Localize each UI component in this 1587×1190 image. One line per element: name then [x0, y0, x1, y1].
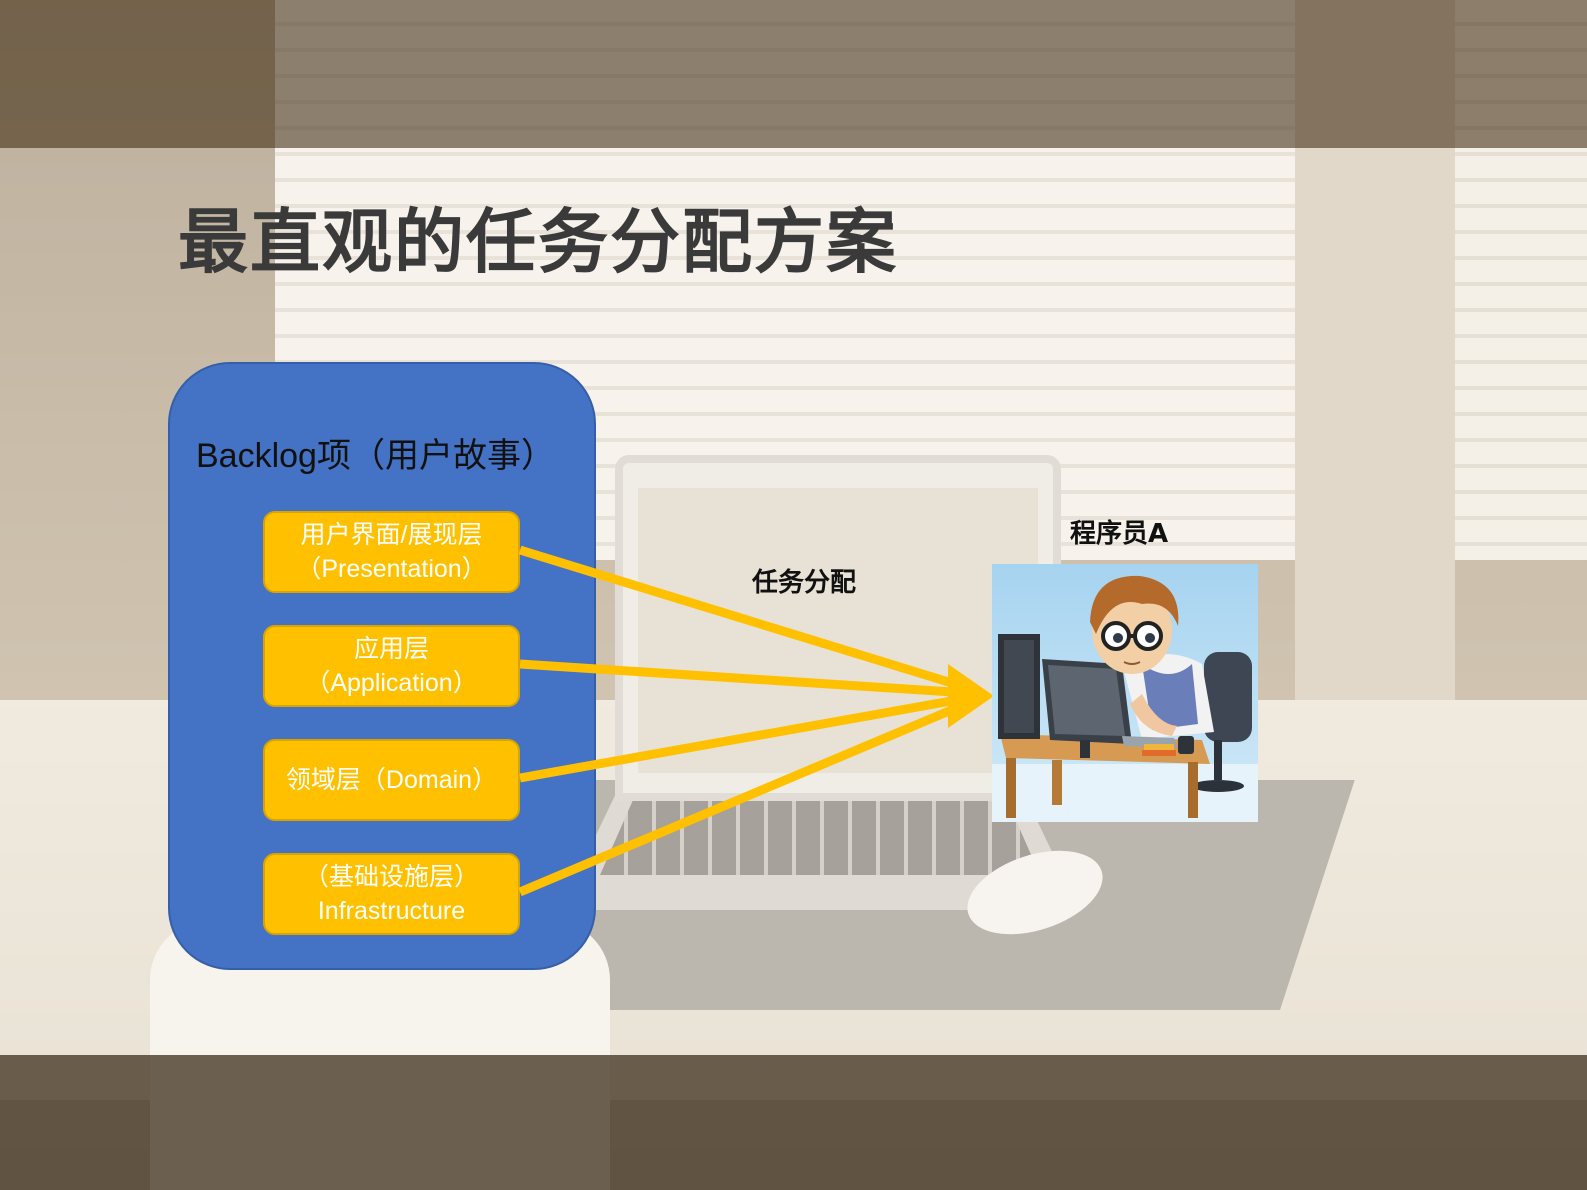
- backlog-title: Backlog项（用户故事）: [196, 437, 555, 475]
- layer-label: （基础设施层）: [303, 863, 479, 891]
- layer-application: 应用层 （Application）: [263, 625, 520, 707]
- layer-sublabel: （Application）: [305, 669, 478, 697]
- layer-label: 用户界面/展现层: [300, 521, 483, 549]
- layer-sublabel: （Presentation）: [296, 555, 487, 583]
- bottom-band: [0, 1055, 1587, 1190]
- layer-domain: 领域层（Domain）: [263, 739, 520, 821]
- slide-title: 最直观的任务分配方案: [178, 201, 898, 283]
- layer-presentation: 用户界面/展现层 （Presentation）: [263, 511, 520, 593]
- assignment-label: 任务分配: [752, 568, 857, 598]
- layer-infrastructure: （基础设施层） Infrastructure: [263, 853, 520, 935]
- layer-sublabel: Infrastructure: [317, 897, 466, 925]
- layer-label: 应用层: [353, 635, 429, 663]
- programmer-image: [992, 564, 1258, 822]
- top-band: [0, 0, 1587, 148]
- layer-label: 领域层（Domain）: [285, 766, 498, 794]
- programmer-illustration-icon: [992, 575, 1258, 822]
- programmer-label: 程序员A: [1070, 519, 1169, 549]
